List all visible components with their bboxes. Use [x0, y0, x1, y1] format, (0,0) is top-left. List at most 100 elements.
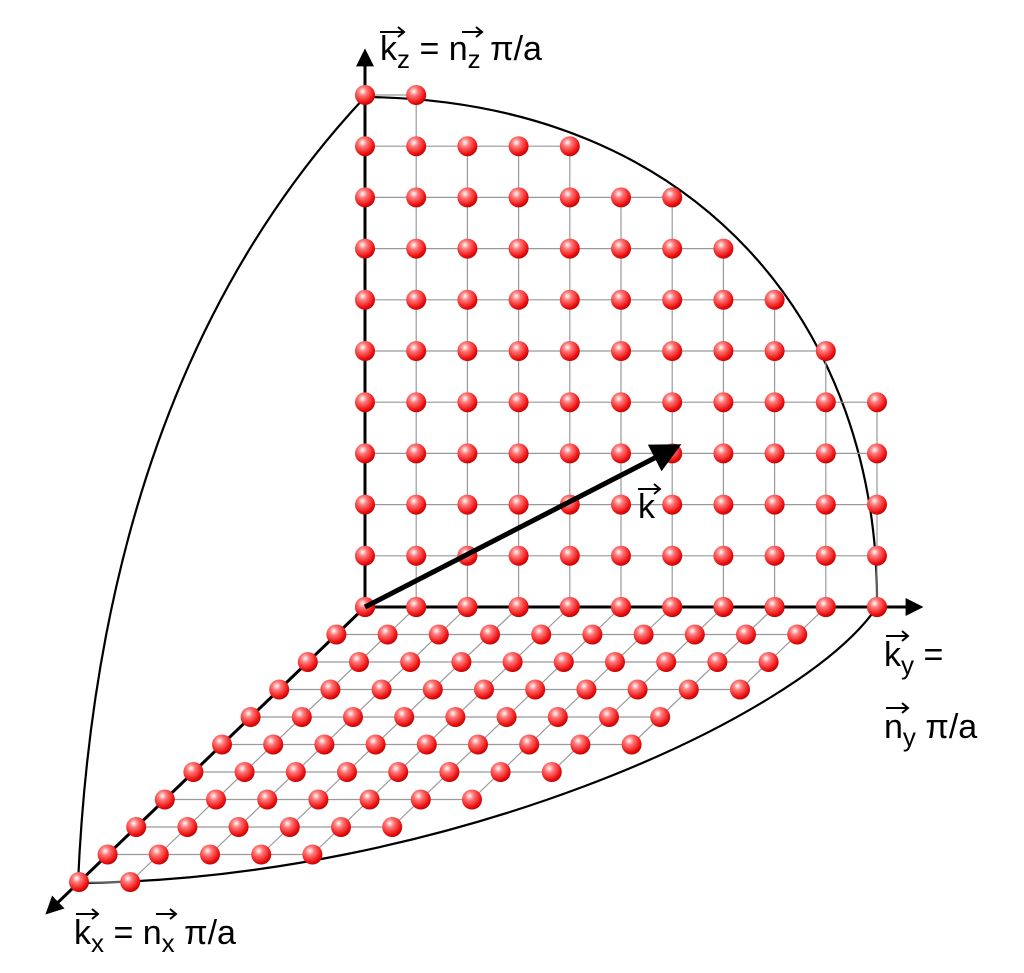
lattice-point: [451, 652, 472, 672]
lattice-point: [764, 289, 785, 310]
lattice-point: [611, 494, 631, 515]
lattice-point: [815, 597, 836, 617]
lattice-point: [559, 443, 580, 464]
ky-label: ky = ny π/a: [884, 630, 977, 752]
lattice-point: [457, 136, 478, 157]
lattice-point: [355, 85, 375, 105]
lattice-point: [815, 545, 836, 566]
lattice-point: [406, 136, 427, 157]
kx-label-n-subscript: x: [162, 928, 175, 958]
lattice-point: [177, 817, 198, 837]
grid-line: [209, 606, 468, 855]
lattice-point: [355, 443, 375, 464]
kz-label: kz = nz π/a: [380, 26, 542, 74]
lattice-point: [611, 289, 631, 310]
lattice-point: [355, 545, 375, 566]
kz-label-symbol: k: [380, 30, 398, 68]
vector-arrow-icon: [76, 908, 100, 920]
lattice-point: [627, 679, 648, 700]
lattice-point: [257, 789, 278, 810]
lattice-point: [490, 762, 511, 782]
kx-label-n-symbol: n: [143, 914, 162, 952]
lattice-point: [508, 136, 529, 157]
lattice-point: [525, 679, 546, 700]
lattice-point: [320, 679, 341, 700]
svg-text:ky =: ky =: [884, 636, 943, 680]
lattice-point: [355, 392, 375, 413]
lattice-point: [331, 817, 351, 837]
lattice-point: [815, 341, 836, 361]
lattice-point: [713, 597, 734, 617]
kz-label-n-subscript: z: [468, 44, 481, 74]
lattice-point: [457, 238, 478, 259]
lattice-point: [388, 762, 409, 782]
lattice-point: [365, 734, 386, 755]
lattice-point: [611, 545, 631, 566]
lattice-point: [611, 597, 631, 617]
lattice-point: [662, 187, 683, 208]
lattice-point: [97, 844, 118, 865]
lattice-point: [508, 341, 529, 361]
lattice-point: [787, 624, 808, 645]
lattice-point: [707, 652, 728, 672]
lattice-point: [662, 545, 683, 566]
kx-label-symbol: k: [74, 914, 92, 952]
lattice-point: [559, 597, 580, 617]
lattice-point: [815, 443, 836, 464]
grid-line: [260, 606, 520, 855]
lattice-point: [377, 624, 398, 645]
lattice-point: [474, 679, 494, 700]
lattice-point: [406, 289, 427, 310]
lattice-points: [69, 85, 887, 892]
sphere-boundary-bottom: [77, 606, 878, 885]
kx-label-tail: π/a: [175, 914, 236, 952]
lattice-point: [758, 652, 779, 672]
lattice-point: [662, 597, 683, 617]
vector-arrow-icon: [638, 483, 662, 495]
lattice-point: [553, 652, 574, 672]
lattice-point: [605, 652, 625, 672]
lattice-point: [406, 187, 427, 208]
lattice-point: [678, 679, 699, 700]
lattice-point: [867, 443, 887, 464]
lattice-point: [662, 392, 683, 413]
lattice-point: [457, 341, 478, 361]
vector-arrow-icon: [156, 908, 178, 920]
lattice-point: [285, 762, 306, 782]
lattice-point: [371, 679, 392, 700]
lattice-point: [713, 443, 734, 464]
lattice-point: [713, 289, 734, 310]
lattice-point: [462, 789, 482, 810]
lattice-point: [867, 545, 887, 566]
lattice-point: [406, 341, 427, 361]
lattice-point: [120, 872, 141, 892]
lattice-point: [611, 392, 631, 413]
lattice-point: [662, 341, 683, 361]
lattice-point: [212, 734, 232, 755]
lattice-point: [457, 597, 478, 617]
lattice-point: [662, 289, 683, 310]
lattice-point: [867, 494, 887, 515]
lattice-point: [519, 734, 540, 755]
lattice-point: [559, 392, 580, 413]
lattice-point: [457, 443, 478, 464]
vector-arrow-icon: [462, 26, 484, 38]
lattice-point: [531, 624, 552, 645]
lattice-point: [314, 734, 335, 755]
kz-label-equals: =: [410, 30, 449, 68]
sphere-boundary-left: [76, 96, 366, 884]
sphere-boundary-top-right: [364, 95, 879, 608]
lattice-point: [547, 707, 568, 727]
lattice-point: [867, 392, 887, 413]
lattice-point: [382, 817, 403, 837]
lattice-point: [611, 187, 631, 208]
lattice-point: [764, 443, 785, 464]
lattice-point: [394, 707, 415, 727]
lattice-point: [570, 734, 591, 755]
lattice-point: [410, 789, 431, 810]
lattice-point: [406, 545, 427, 566]
lattice-point: [291, 707, 312, 727]
lattice-point: [439, 762, 460, 782]
lattice-point: [736, 624, 756, 645]
kx-label: kx = nx π/a: [74, 908, 236, 958]
